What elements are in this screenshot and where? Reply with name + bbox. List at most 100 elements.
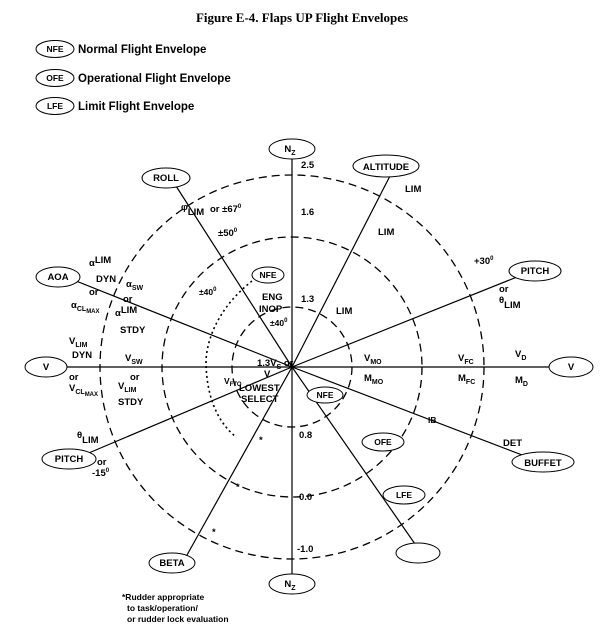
pitch-left-theta-lim: θLIM [77,430,99,446]
axis-label-pitch-right: PITCH [521,266,550,277]
axis-oval-buffet [511,451,575,473]
axis-lines [56,155,560,576]
v-left-or: or [69,372,79,383]
center-inop: INOP [259,304,283,315]
center-oval-nfe-upper [251,266,285,284]
v-right-mmo: MMO [364,373,384,386]
nz-value-0-0: 0.0 [299,492,312,503]
axis-line-altitude [291,173,392,368]
axis-oval-roll [141,167,191,189]
roll-or-67: or ±670 [210,204,242,215]
legend-item-nfe: NFE Normal Flight Envelope [35,40,206,58]
asterisk-3: * [212,527,216,538]
axis-line-aoa [65,276,293,368]
buffet-ib: IB [428,415,437,425]
footnote-line-3: or rudder lock evaluation [127,614,229,624]
figure-title: Figure E-4. Flaps UP Flight Envelopes [196,10,408,25]
asterisk-2: * [236,482,240,493]
axis-label-altitude: ALTITUDE [363,162,409,173]
v-left-vsw: VSW [125,353,143,366]
roll-pm50: ±500 [218,228,238,239]
center-eng: ENG [262,292,283,303]
legend-item-lfe: LFE Limit Flight Envelope [35,97,194,115]
legend-oval-ofe [35,69,75,87]
roll-pm40-b: ±400 [270,318,288,328]
center-lowest: LOWEST [239,383,280,394]
axis-oval-nz-top [268,138,316,160]
center-oval-lfe [382,485,426,505]
v-right-mfc: MFC [458,373,475,386]
axis-label-buffet: BUFFET [524,458,562,469]
center-label-lfe: LFE [396,490,412,500]
axis-v-right: V [548,356,594,378]
legend-label-lfe: Limit Flight Envelope [78,101,194,113]
pitch-left-angle: -150 [92,468,110,479]
v-right-vd: VD [515,349,526,362]
axis-pitch-left: PITCH [41,448,97,470]
center-v: V [264,369,271,380]
axis-label-v-left: V [43,362,50,373]
nz-value-1-3: 1.3 [301,294,314,305]
axis-oval-pitch-left [41,448,97,470]
axis-label-aoa: AOA [47,272,68,283]
legend-code-lfe: LFE [47,101,63,111]
nz-value-minus-1-0: -1.0 [297,544,313,555]
aoa-dyn: DYN [96,274,116,285]
legend-item-ofe: OFE Operational Flight Envelope [35,69,231,87]
aoa-asw: αSW [126,279,144,292]
center-select: SELECT [241,394,279,405]
axis-oval-altitude [352,154,420,178]
axis-nz-bottom: NZ [268,573,316,595]
roll-pm40-a: ±400 [199,287,217,297]
axis-aoa: AOA [35,266,81,288]
axis-label-roll: ROLL [153,173,179,184]
v-left-dyn: DYN [72,350,92,361]
nz-value-2-5: 2.5 [301,160,315,171]
pitch-right-or: or [499,284,509,295]
axis-oval-v-right [548,356,594,378]
axis-oval-pitch-right [508,260,562,282]
axis-label-pitch-left: PITCH [55,454,84,465]
v-left-or2: or [130,372,140,383]
altitude-lim-lfe: LIM [405,184,421,195]
axis-label-beta: BETA [159,558,184,569]
legend: NFE Normal Flight Envelope OFE Operation… [35,40,231,115]
asterisk-1: * [259,435,263,446]
nz-value-0-8: 0.8 [299,430,312,441]
footnote-line-2: to task/operation/ [127,603,198,613]
axis-altitude: ALTITUDE [352,154,420,178]
aoa-or: or [89,287,99,298]
pitch-right-theta-lim: θLIM [499,295,521,311]
axis-lfe-blank [395,542,441,564]
v-left-vlim-stdy: VLIM [118,381,137,394]
axis-oval-nz-bottom [268,573,316,595]
v-left-vlim: VLIM [69,336,88,349]
vfto-dotted-curve [205,277,257,438]
v-left-stdy: STDY [118,397,144,408]
legend-oval-lfe [35,97,75,115]
v-left-vfto: VFTO [224,376,242,388]
center-13vs: 1.3VS or [257,358,294,371]
aoa-alim: αLIM [89,255,111,269]
nz-value-1-6: 1.6 [301,207,314,218]
aoa-alim-stdy: αLIM [115,305,137,319]
axis-line-pitch-left [83,366,293,456]
center-label-nfe-lower: NFE [317,390,334,400]
axis-line-beta [186,366,293,556]
v-right-md: MD [515,375,528,388]
legend-oval-nfe [35,40,75,58]
axis-v-left: V [24,356,68,378]
axis-nz-top: NZ [268,138,316,160]
roll-phi-lim: φLIM [181,202,204,218]
axis-label-v-right: V [568,362,575,373]
axis-oval-aoa [35,266,81,288]
legend-label-ofe: Operational Flight Envelope [78,73,231,85]
footnote-line-1: *Rudder appropriate [122,592,204,602]
axis-oval-blank [395,542,441,564]
legend-label-nfe: Normal Flight Envelope [78,44,206,56]
pitch-right-angle: +300 [474,256,494,267]
pitch-left-or: or [97,457,107,468]
axis-oval-beta [148,552,196,574]
center-label-nfe-upper: NFE [260,270,277,280]
